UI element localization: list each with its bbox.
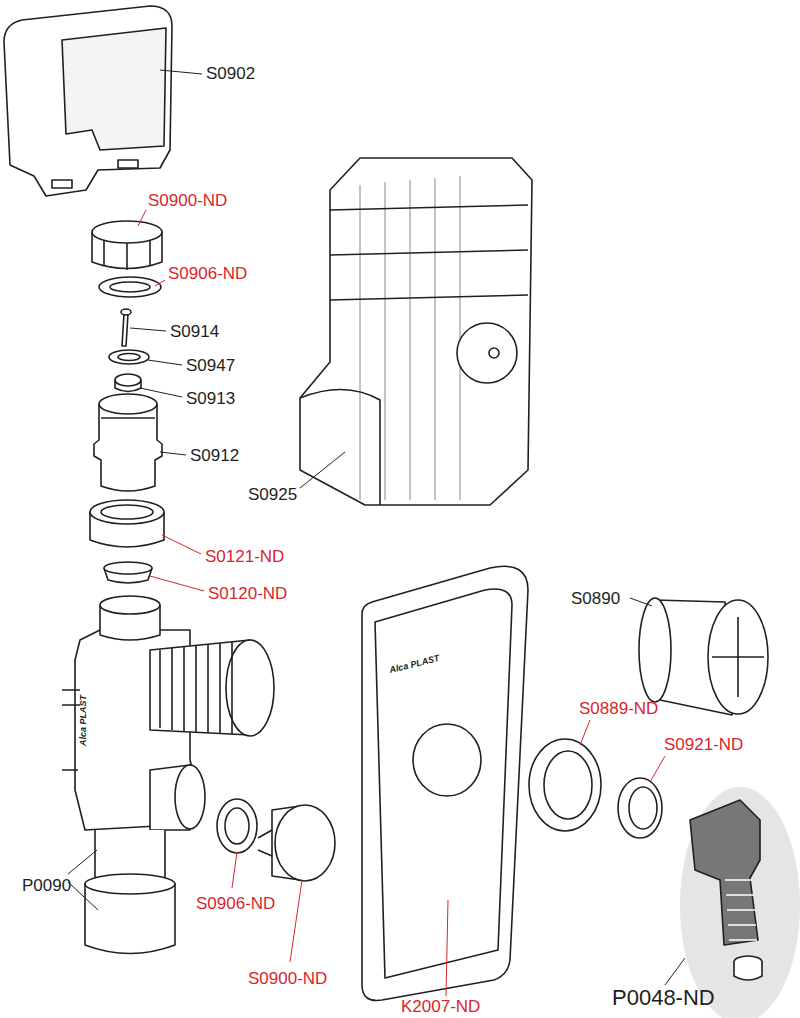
part-number: S0900-ND	[248, 970, 327, 987]
part-number: S0947	[186, 357, 235, 374]
part-number: S0921-ND	[664, 736, 743, 753]
part-number: P0048-ND	[612, 987, 715, 1009]
part-number: S0902	[206, 65, 255, 82]
part-number: S0890	[571, 590, 620, 607]
part-number: S0120-ND	[208, 585, 287, 602]
part-number: K2007-ND	[401, 998, 480, 1015]
part-number: S0914	[170, 323, 219, 340]
part-number: S0900-ND	[148, 192, 227, 209]
part-number: S0906-ND	[168, 265, 247, 282]
part-number: S0121-ND	[205, 548, 284, 565]
part-number: S0925	[248, 486, 297, 503]
part-number: S0889-ND	[579, 700, 658, 717]
part-number: P0090	[22, 877, 71, 894]
part-number: S0906-ND	[196, 895, 275, 912]
part-number: S0912	[190, 447, 239, 464]
part-number: S0913	[186, 390, 235, 407]
brand-logo: Alca PLAST	[79, 694, 88, 745]
